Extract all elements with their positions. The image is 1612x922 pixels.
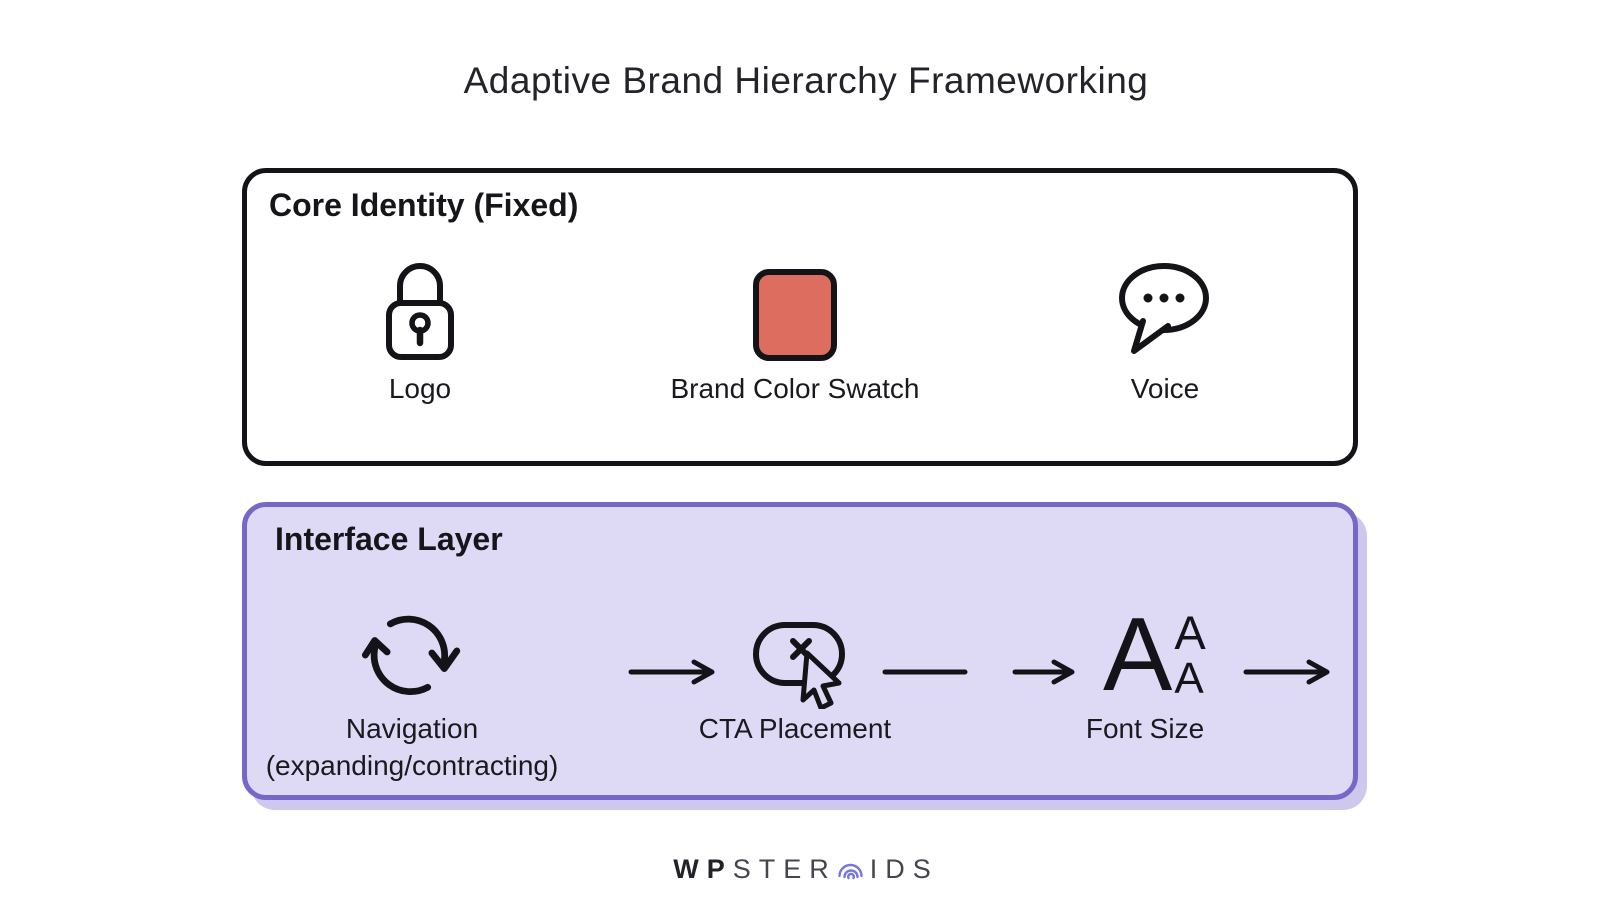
arrow-right-icon (1012, 659, 1078, 685)
page-title: Adaptive Brand Hierarchy Frameworking (463, 60, 1149, 101)
brand-wordmark-mid: STER (732, 854, 837, 884)
arrow-right-icon (628, 659, 718, 685)
core-item-label: Voice (1130, 373, 1200, 404)
lock-icon (374, 253, 466, 361)
interface-item-label-font-size: Font Size (1085, 713, 1205, 744)
interface-layer-box: Interface Layer (242, 502, 1358, 800)
sonar-arcs-icon (838, 863, 863, 880)
core-item-logo: Logo (270, 253, 570, 405)
arrow-right-icon (1243, 659, 1333, 685)
font-size-letter-medium: A (1174, 606, 1206, 659)
core-item-label: Logo (388, 373, 452, 404)
core-identity-box: Core Identity (Fixed) Logo Brand Color S… (242, 168, 1358, 466)
core-item-label: Brand Color Swatch (670, 373, 920, 404)
font-size-letter-small: A (1174, 654, 1204, 703)
speech-bubble-icon (1112, 253, 1218, 361)
brand-wordmark-bold: WP (673, 854, 733, 884)
font-size-letter-large: A (1103, 597, 1173, 713)
color-swatch (753, 269, 837, 361)
font-size-icon: A A A (1103, 597, 1206, 713)
core-item-brand-color: Brand Color Swatch (645, 253, 945, 405)
core-item-voice: Voice (1015, 253, 1315, 405)
connector-line (882, 659, 968, 685)
interface-item-label-cta: CTA Placement (698, 713, 892, 744)
core-identity-heading: Core Identity (Fixed) (269, 187, 579, 223)
brand-wordmark-end: IDS (869, 854, 939, 884)
interface-layer-heading: Interface Layer (275, 521, 503, 557)
cta-button-cursor-icon (751, 617, 851, 709)
interface-item-label-navigation: Navigation (expanding/contracting) (265, 713, 559, 781)
sync-arrows-icon (355, 601, 463, 705)
